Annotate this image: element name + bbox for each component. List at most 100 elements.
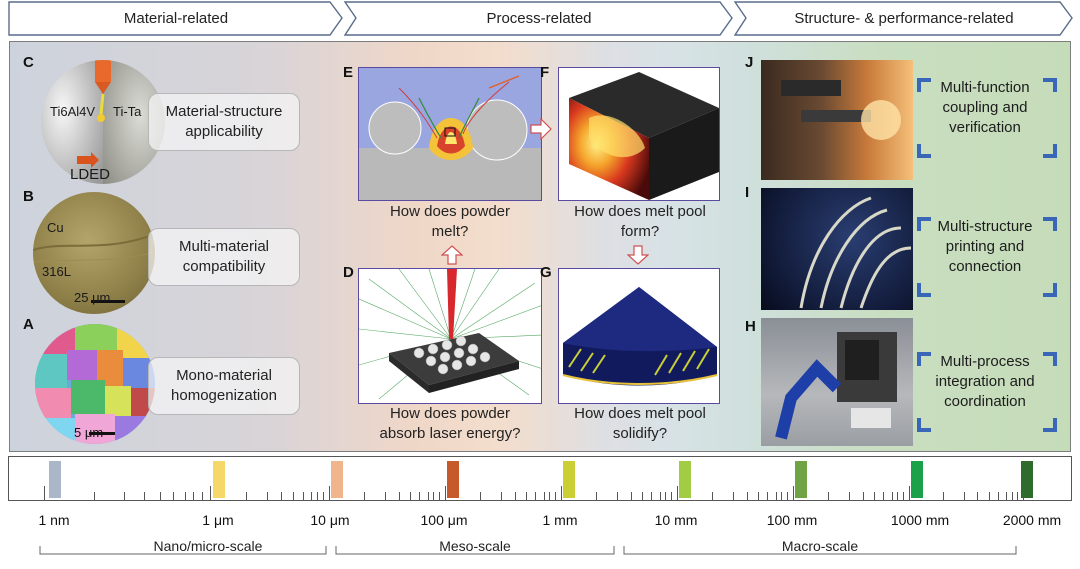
- scale-color-marker: [563, 461, 575, 498]
- ray-tracing-graphic: [359, 269, 541, 400]
- ebsd-grain-map: [35, 324, 155, 444]
- scale-tick: [143, 492, 145, 500]
- scale-tick: [160, 492, 162, 500]
- scale-tick: [1005, 492, 1007, 500]
- scale-label-100mm: 100 mm: [766, 512, 818, 528]
- scale-label-10mm: 10 mm: [654, 512, 698, 528]
- text-line: coupling and: [942, 99, 1028, 116]
- scale-tick: [410, 492, 412, 500]
- scale-tick: [943, 492, 945, 500]
- scale-color-marker: [1021, 461, 1033, 498]
- scale-tick: [123, 492, 125, 500]
- scale-tick: [997, 492, 999, 500]
- caption-melt-pool-form: How does melt pool form?: [540, 202, 740, 242]
- dendrite-graphic: [562, 287, 718, 386]
- caption-line: How does powder: [389, 405, 511, 422]
- scale-label-100um: 100 μm: [420, 512, 468, 528]
- scale-tick: [883, 492, 885, 500]
- scale-tick: [384, 492, 386, 500]
- scale-tick: [93, 492, 95, 500]
- group-label-macro-scale: Macro-scale: [781, 538, 859, 554]
- scale-tick: [427, 492, 429, 500]
- scale-group-brackets: [39, 546, 1017, 555]
- scale-tick: [535, 492, 537, 500]
- scale-tick: [329, 486, 330, 500]
- text-multi-structure-printing: Multi-structure printing and connection: [915, 217, 1055, 277]
- text-line: Multi-structure: [937, 218, 1033, 235]
- scale-color-marker: [49, 461, 61, 498]
- panel-letter-h: H: [745, 318, 756, 335]
- pill-line: applicability: [185, 123, 263, 140]
- arrow-up-icon: [441, 245, 463, 265]
- scale-tick: [746, 492, 748, 500]
- scale-tick: [758, 492, 760, 500]
- scale-tick: [711, 492, 713, 500]
- scale-tick: [781, 492, 783, 500]
- header-process-related: Process-related: [344, 0, 734, 37]
- scale-tick: [210, 486, 211, 500]
- panel-letter-a: A: [23, 316, 34, 333]
- text-line: Multi-process: [940, 353, 1030, 370]
- scale-tick: [874, 492, 876, 500]
- text-line: coordination: [944, 393, 1026, 410]
- scale-color-marker: [213, 461, 225, 498]
- scale-tick: [445, 486, 446, 500]
- melt-pool-formation-simulation: [558, 67, 720, 201]
- alloy-label-ti6al4v: Ti6Al4V: [50, 104, 96, 119]
- header-material-related: Material-related: [8, 0, 344, 37]
- text-line: connection: [948, 258, 1022, 275]
- caption-line: absorb laser energy?: [379, 425, 521, 442]
- scale-tick: [642, 492, 644, 500]
- scale-tick: [1023, 486, 1024, 500]
- scale-tick: [479, 492, 481, 500]
- header-material-label: Material-related: [123, 10, 229, 27]
- scale-tick: [677, 486, 678, 500]
- panel-letter-f: F: [540, 64, 550, 81]
- pill-line: Multi-material: [178, 238, 269, 255]
- scale-tick: [616, 492, 618, 500]
- scale-tick: [903, 492, 905, 500]
- photo-graphic: [775, 332, 897, 440]
- photo-robotic-cell: [761, 318, 913, 446]
- text-line: Multi-function: [940, 79, 1030, 96]
- scale-tick: [267, 492, 269, 500]
- panel-letter-e: E: [343, 64, 354, 81]
- scale-color-marker: [331, 461, 343, 498]
- scale-tick: [317, 492, 319, 500]
- scale-tick: [988, 492, 990, 500]
- scale-tick: [793, 486, 794, 500]
- scale-tick: [419, 492, 421, 500]
- scale-color-marker: [679, 461, 691, 498]
- scale-tick: [630, 492, 632, 500]
- scale-label-1nm: 1 nm: [38, 512, 70, 528]
- panel-letter-b: B: [23, 188, 34, 205]
- corner-brackets-icon: [917, 217, 1057, 297]
- caption-powder-melt: How does powder melt?: [345, 202, 555, 242]
- scale-tick: [323, 492, 325, 500]
- material-structure-applicability-label: Material-structure applicability: [148, 93, 300, 151]
- corner-brackets-icon: [917, 78, 1057, 158]
- pill-line: Mono-material: [176, 367, 272, 384]
- caption-line: form?: [620, 223, 660, 240]
- scale-tick: [891, 492, 893, 500]
- scale-tick: [363, 492, 365, 500]
- melt-simulation-graphic: [359, 68, 541, 200]
- corner-brackets-icon: [917, 352, 1057, 432]
- main-panel: C Ti6Al4V Ti-Ta LDED Material-structure …: [9, 41, 1071, 452]
- scale-tick: [909, 486, 910, 500]
- melt-pool-graphic: [569, 72, 719, 200]
- scale-tick: [398, 492, 400, 500]
- powder-melting-simulation: [358, 67, 542, 201]
- scale-tick: [977, 492, 979, 500]
- caption-line: How does melt pool: [574, 405, 706, 422]
- pill-line: homogenization: [171, 387, 277, 404]
- scale-tick: [963, 492, 965, 500]
- banner-arrow-shape: [344, 1, 733, 36]
- caption-melt-pool-solidify: How does melt pool solidify?: [540, 404, 740, 444]
- scale-tick: [201, 492, 203, 500]
- text-multi-function-coupling: Multi-function coupling and verification: [915, 78, 1055, 138]
- length-scale-bar: [8, 456, 1072, 501]
- lded-label: LDED: [70, 166, 111, 183]
- mono-material-homogenization-label: Mono-material homogenization: [148, 357, 300, 415]
- pill-line: Material-structure: [165, 103, 283, 120]
